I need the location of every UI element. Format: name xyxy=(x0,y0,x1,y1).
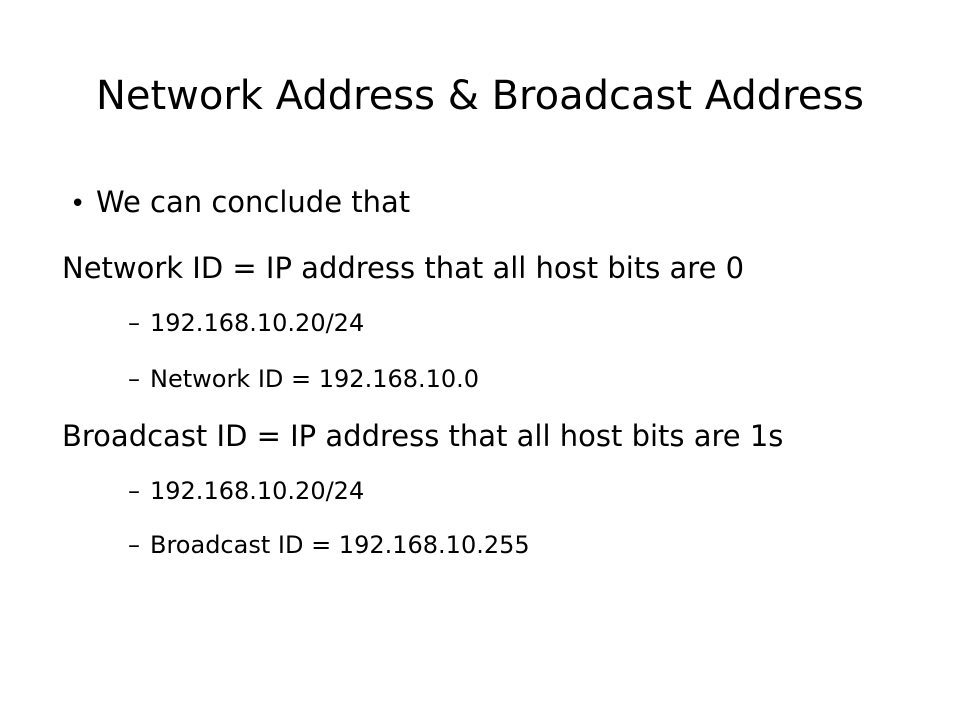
bullet-line-conclusion: We can conclude that xyxy=(96,185,411,219)
broadcast-id-definition: Broadcast ID = IP address that all host … xyxy=(62,419,784,453)
dash-marker: – xyxy=(128,531,140,559)
bullet-marker: • xyxy=(70,189,86,219)
network-id-definition: Network ID = IP address that all host bi… xyxy=(62,251,745,285)
sub-item-text: Network ID = 192.168.10.0 xyxy=(150,365,480,393)
dash-marker: – xyxy=(128,365,140,393)
sub-item-text: 192.168.10.20/24 xyxy=(150,477,365,505)
sub-item-text: 192.168.10.20/24 xyxy=(150,309,365,337)
dash-marker: – xyxy=(128,309,140,337)
slide-title: Network Address & Broadcast Address xyxy=(95,73,865,119)
sub-item-ip-example-2: –192.168.10.20/24 xyxy=(128,476,364,506)
sub-item-network-id: –Network ID = 192.168.10.0 xyxy=(128,364,479,394)
dash-marker: – xyxy=(128,477,140,505)
sub-item-broadcast-id: –Broadcast ID = 192.168.10.255 xyxy=(128,530,530,560)
sub-item-text: Broadcast ID = 192.168.10.255 xyxy=(150,531,530,559)
sub-item-ip-example-1: –192.168.10.20/24 xyxy=(128,308,364,338)
